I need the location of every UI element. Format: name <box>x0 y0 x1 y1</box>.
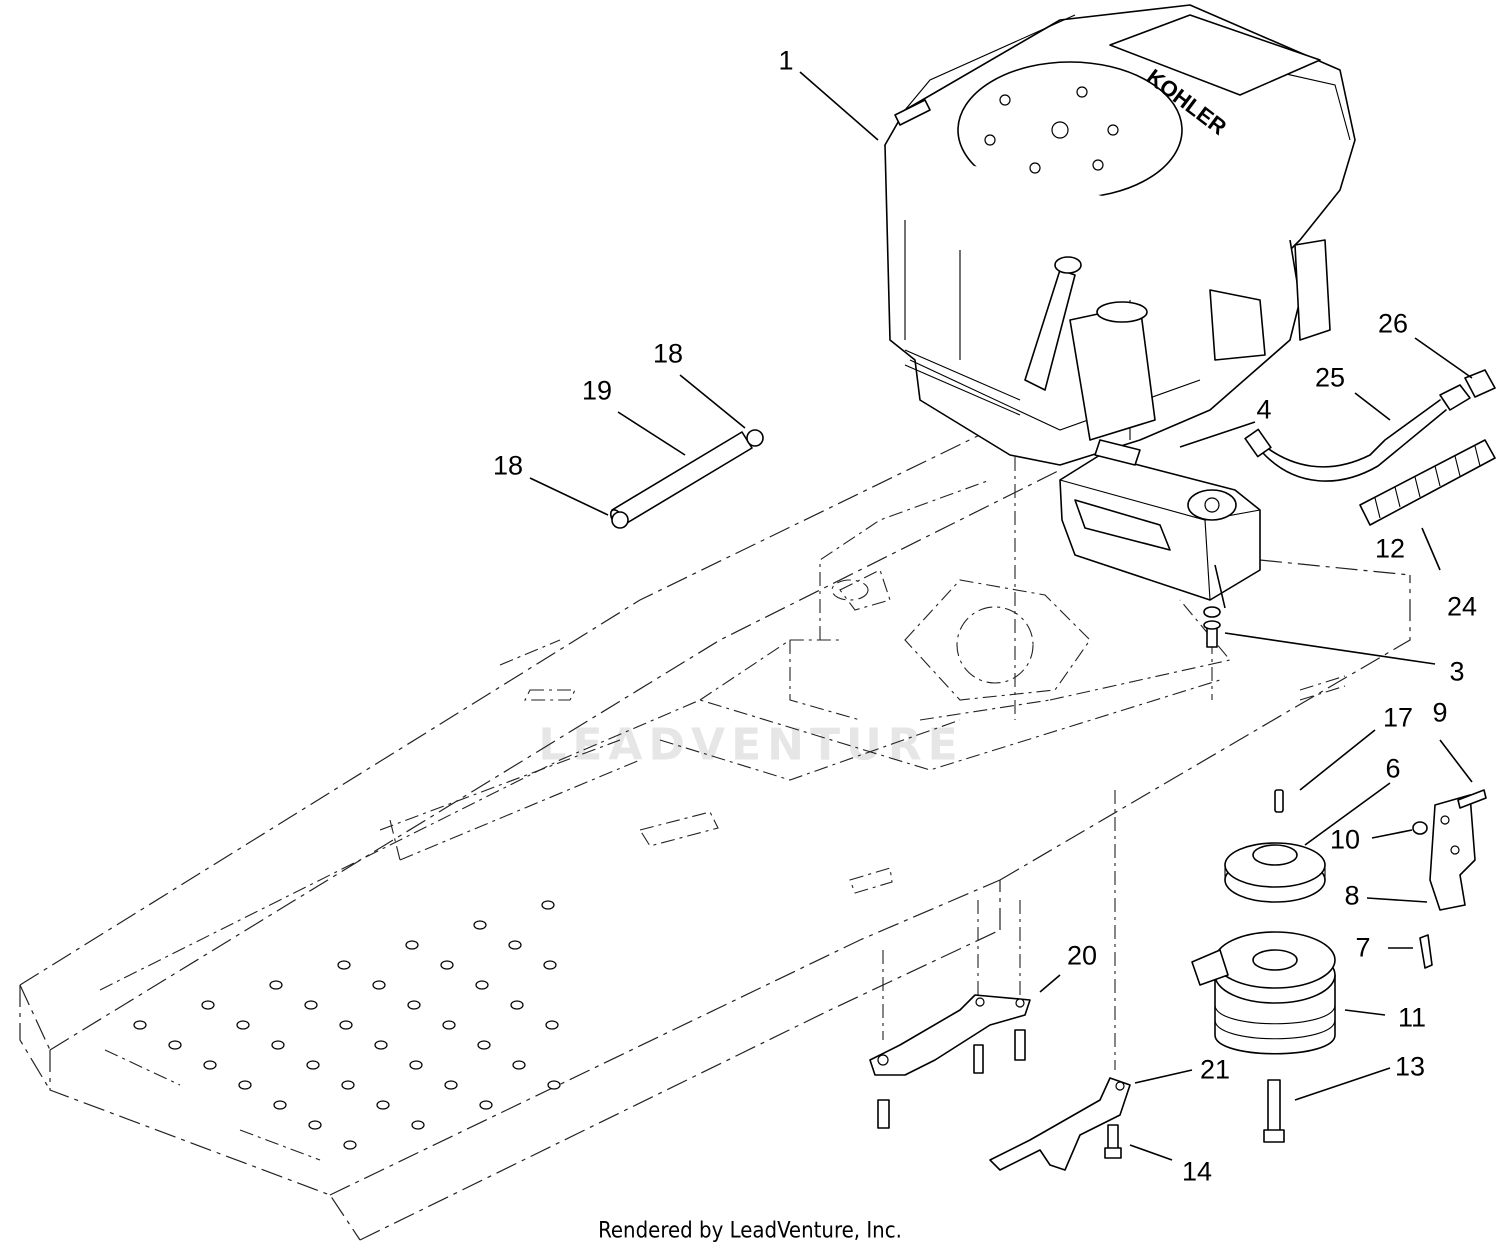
foot-plate-hole <box>543 960 557 970</box>
foot-plate-hole <box>473 920 487 930</box>
foot-plate-hole <box>475 980 489 990</box>
callout-25[interactable]: 25 <box>1314 362 1346 393</box>
callout-8[interactable]: 8 <box>1344 880 1360 911</box>
foot-plate-hole <box>308 1120 322 1130</box>
callout-12[interactable]: 12 <box>1374 533 1406 564</box>
foot-plate-hole <box>201 1000 215 1010</box>
watermark-text: LEADVENTURE <box>538 719 964 771</box>
foot-plate-hole <box>339 1020 353 1030</box>
bolt-9 <box>1457 789 1487 809</box>
callout-14[interactable]: 14 <box>1181 1156 1213 1187</box>
pulley-6 <box>1224 842 1326 903</box>
bracket-21 <box>989 1077 1131 1171</box>
foot-plate-hole <box>407 1000 421 1010</box>
callout-17[interactable]: 17 <box>1382 702 1414 733</box>
callout-24[interactable]: 24 <box>1446 591 1478 622</box>
foot-plate-hole <box>444 1080 458 1090</box>
bolt-20-pair <box>877 1044 984 1129</box>
fuel-line <box>1244 369 1496 482</box>
callout-21[interactable]: 21 <box>1199 1054 1231 1085</box>
hose-clamp-18b <box>611 511 629 529</box>
foot-plate-hole <box>541 900 555 910</box>
callout-19[interactable]: 19 <box>581 375 613 406</box>
foot-plate-hole <box>508 940 522 950</box>
foot-plate-hole <box>405 940 419 950</box>
bolt-13 <box>1263 1079 1285 1143</box>
callout-18[interactable]: 18 <box>492 450 524 481</box>
foot-plate-hole <box>479 1100 493 1110</box>
foot-plate-hole <box>545 1020 559 1030</box>
callout-13[interactable]: 13 <box>1394 1051 1426 1082</box>
clutch-11 <box>1191 931 1336 1055</box>
bolt-14 <box>1104 1124 1122 1159</box>
bolt-3 <box>1203 620 1221 648</box>
muffler <box>1059 439 1261 601</box>
foot-plate-hole <box>343 1140 357 1150</box>
foot-plate-hole <box>168 1040 182 1050</box>
callout-10[interactable]: 10 <box>1329 824 1361 855</box>
nut-10 <box>1412 821 1428 835</box>
callout-11[interactable]: 11 <box>1397 1002 1427 1033</box>
foot-plate-hole <box>440 960 454 970</box>
foot-plate-hole <box>477 1040 491 1050</box>
foot-plate-hole <box>337 960 351 970</box>
foot-plate-hole <box>374 1040 388 1050</box>
washer-12 <box>1203 606 1221 618</box>
key-17 <box>1274 789 1284 813</box>
chassis-frame <box>19 429 1411 1241</box>
pin-7 <box>1419 934 1433 969</box>
foot-plate-hole <box>304 1000 318 1010</box>
foot-plate-hole <box>271 1040 285 1050</box>
foot-plate-hole <box>411 1120 425 1130</box>
foot-plate-hole <box>236 1020 250 1030</box>
foot-plate-hole <box>547 1080 561 1090</box>
bracket-20 <box>869 994 1031 1076</box>
foot-plate-holes <box>133 900 561 1150</box>
foot-plate-hole <box>512 1060 526 1070</box>
spring-tube-24 <box>1359 439 1496 526</box>
foot-plate-hole <box>372 980 386 990</box>
foot-plate-hole <box>273 1100 287 1110</box>
leader-lines <box>529 71 1473 1161</box>
engine: KOHLER <box>884 4 1356 466</box>
foot-plate-hole <box>306 1060 320 1070</box>
callout-9[interactable]: 9 <box>1432 697 1448 728</box>
foot-plate-hole <box>341 1080 355 1090</box>
foot-plate-hole <box>133 1020 147 1030</box>
callout-18[interactable]: 18 <box>652 338 684 369</box>
foot-plate-hole <box>203 1060 217 1070</box>
callout-6[interactable]: 6 <box>1385 753 1401 784</box>
foot-plate-hole <box>376 1100 390 1110</box>
footer-credit: Rendered by LeadVenture, Inc. <box>598 1218 902 1244</box>
bracket-8 <box>1429 794 1476 911</box>
foot-plate-hole <box>442 1020 456 1030</box>
hose-clamp-18a <box>746 429 764 447</box>
callout-1[interactable]: 1 <box>778 45 794 76</box>
callout-3[interactable]: 3 <box>1449 656 1465 687</box>
callout-4[interactable]: 4 <box>1256 394 1272 425</box>
callout-20[interactable]: 20 <box>1066 940 1098 971</box>
hose-19 <box>609 431 753 527</box>
callout-26[interactable]: 26 <box>1377 308 1409 339</box>
foot-plate-hole <box>238 1080 252 1090</box>
foot-plate-hole <box>510 1000 524 1010</box>
foot-plate-hole <box>269 980 283 990</box>
callout-7[interactable]: 7 <box>1355 932 1371 963</box>
foot-plate-hole <box>409 1060 423 1070</box>
